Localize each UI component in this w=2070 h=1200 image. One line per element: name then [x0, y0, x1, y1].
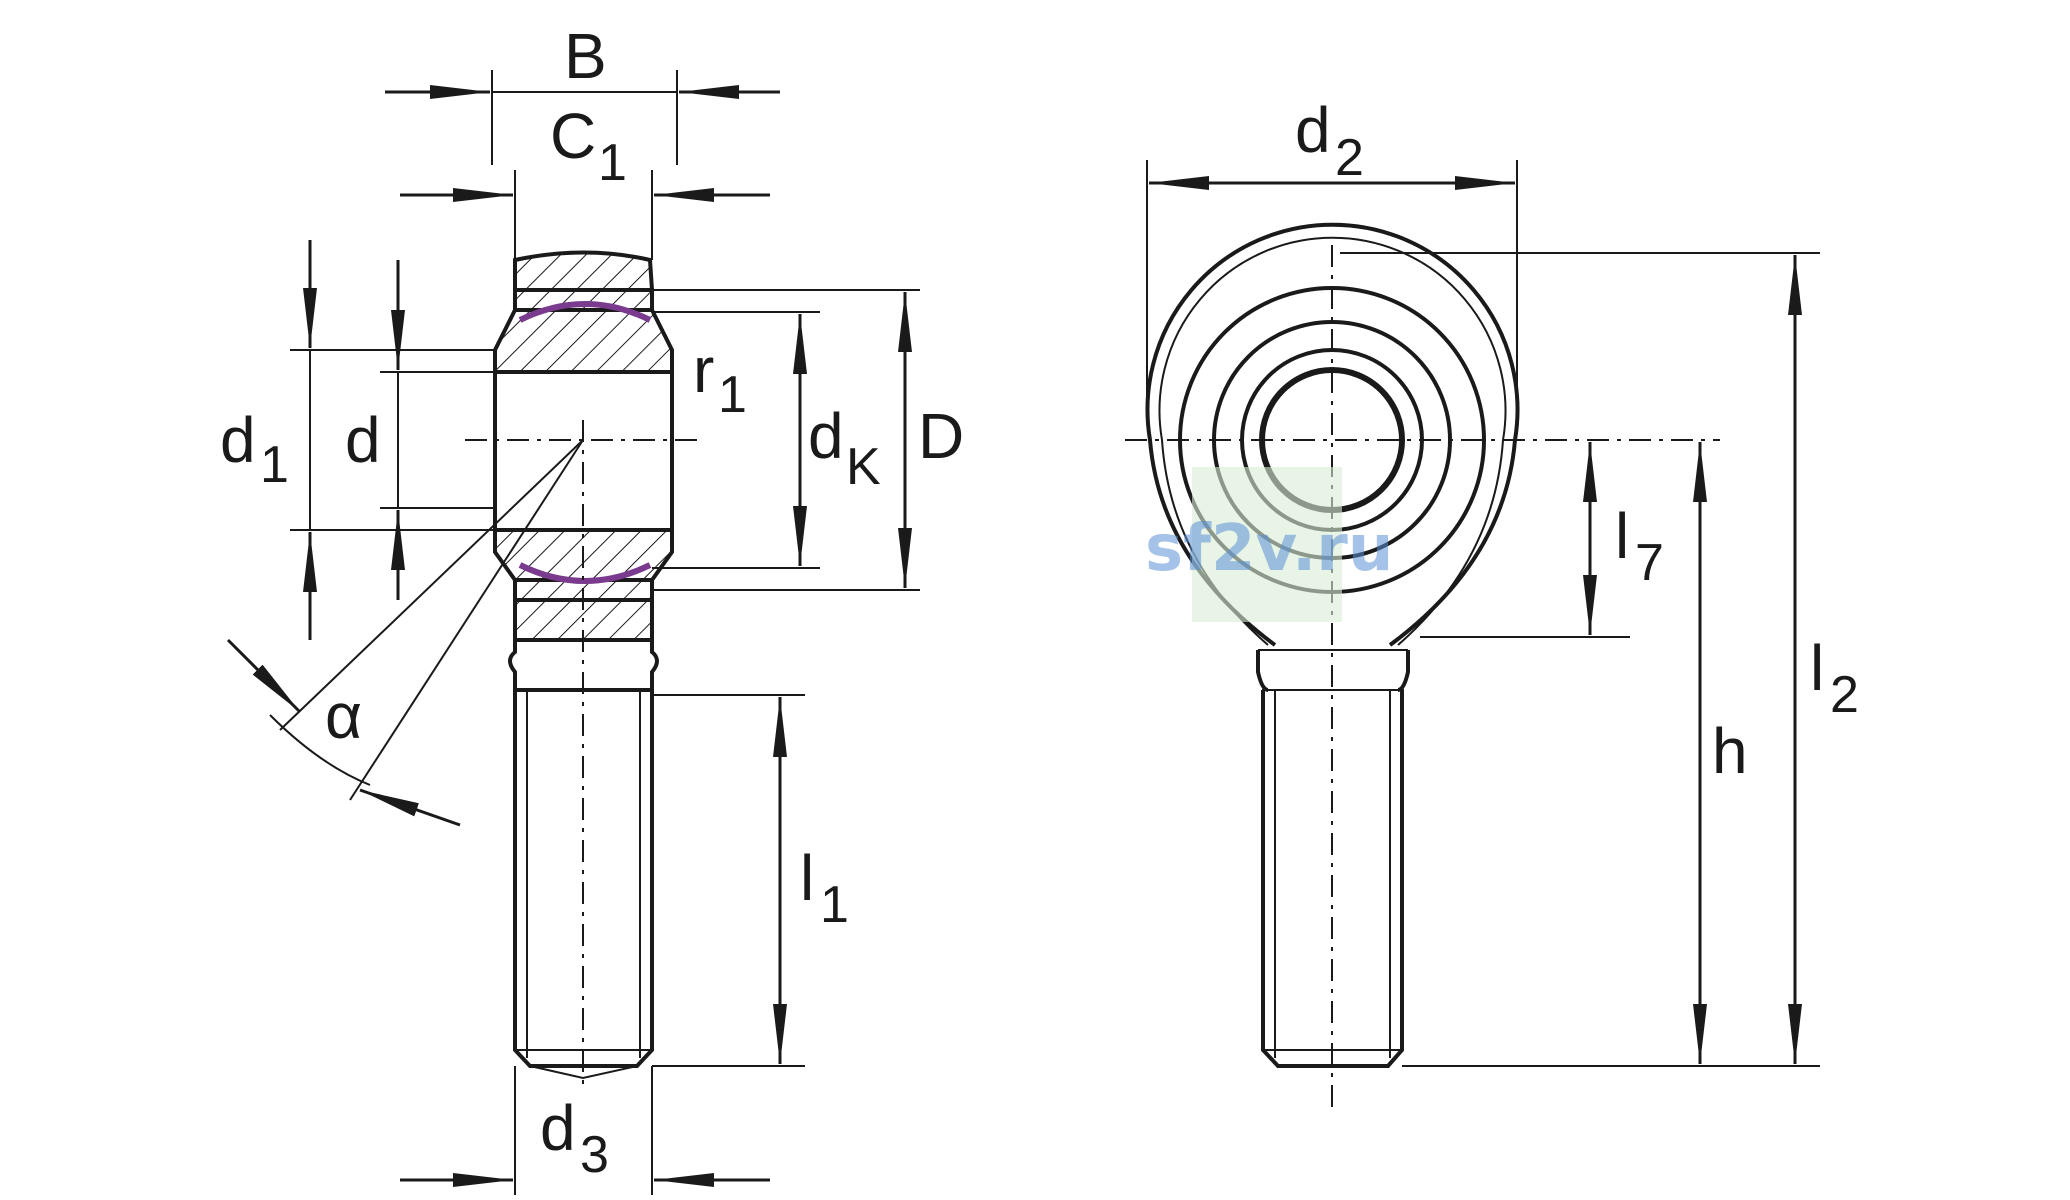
label-d3-sub: 3	[580, 1126, 609, 1184]
label-h: h	[1712, 715, 1748, 787]
label-l2-sub: 2	[1830, 666, 1859, 724]
label-dK: d	[808, 400, 844, 472]
liner-top	[518, 301, 652, 323]
section-view	[226, 250, 705, 1090]
label-C1: C	[550, 100, 596, 172]
watermark: sf2v.ru	[1145, 467, 1393, 622]
dim-D	[652, 289, 920, 591]
dim-d3	[400, 1066, 770, 1195]
dim-l2	[1340, 252, 1820, 1064]
label-l1-sub: 1	[820, 876, 849, 934]
front-shank	[1261, 690, 1404, 1068]
label-d2: d	[1295, 94, 1331, 166]
dim-d2	[1146, 160, 1518, 420]
label-d1-sub: 1	[260, 436, 289, 494]
label-l2: l	[1810, 632, 1824, 704]
front-view	[1125, 222, 1720, 1110]
label-l7-sub: 7	[1635, 534, 1664, 592]
dim-l1	[652, 694, 805, 1067]
dim-dK	[652, 311, 820, 569]
label-B: B	[564, 20, 607, 92]
dim-d1	[290, 240, 495, 640]
label-dK-sub: K	[846, 438, 881, 496]
dim-B	[385, 70, 780, 165]
liner-bottom	[518, 562, 652, 584]
label-alpha: α	[325, 680, 362, 752]
label-r1: r	[693, 334, 714, 406]
label-l1: l	[800, 842, 814, 914]
label-C1-sub: 1	[598, 134, 627, 192]
label-r1-sub: 1	[718, 366, 747, 424]
housing-top	[513, 250, 655, 292]
dim-h	[1402, 442, 1820, 1067]
eye-outline	[1145, 222, 1520, 647]
label-d3: d	[540, 1092, 576, 1164]
label-d2-sub: 2	[1335, 129, 1364, 187]
label-l7: l	[1615, 500, 1629, 572]
dim-l7	[1420, 442, 1630, 638]
label-d: d	[345, 404, 381, 476]
label-D: D	[918, 400, 964, 472]
dim-d	[380, 260, 495, 600]
label-d1: d	[220, 404, 256, 476]
dim-C1	[400, 170, 770, 260]
watermark-text: sf2v.ru	[1145, 512, 1393, 586]
